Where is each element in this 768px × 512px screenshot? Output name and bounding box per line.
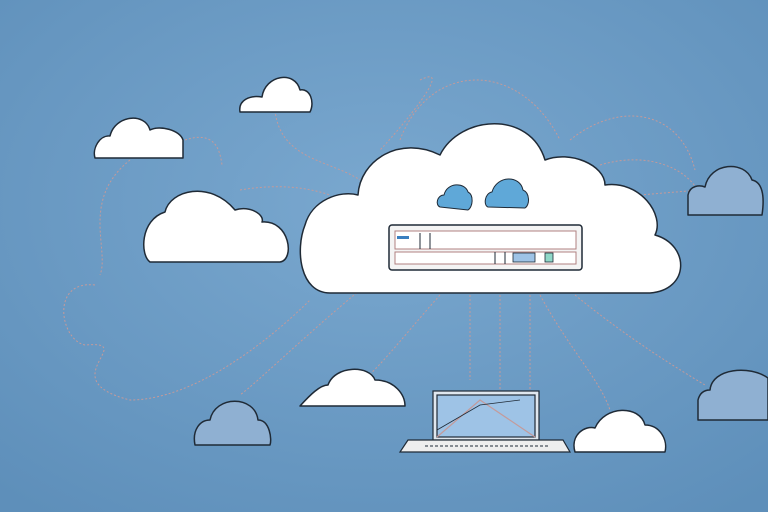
cloud-icon xyxy=(93,117,184,159)
server-rack-icon xyxy=(388,224,583,271)
cloud-icon xyxy=(573,409,667,453)
cloud-icon xyxy=(193,400,272,446)
small-cloud-icon xyxy=(436,184,473,211)
laptop-icon xyxy=(398,390,572,453)
cloud-icon xyxy=(299,368,406,407)
cloud-icon xyxy=(687,165,764,216)
cloud-icon xyxy=(143,190,289,263)
cloud-icon xyxy=(239,76,313,113)
cloud-icon xyxy=(697,369,768,421)
small-cloud-icon xyxy=(484,178,529,209)
